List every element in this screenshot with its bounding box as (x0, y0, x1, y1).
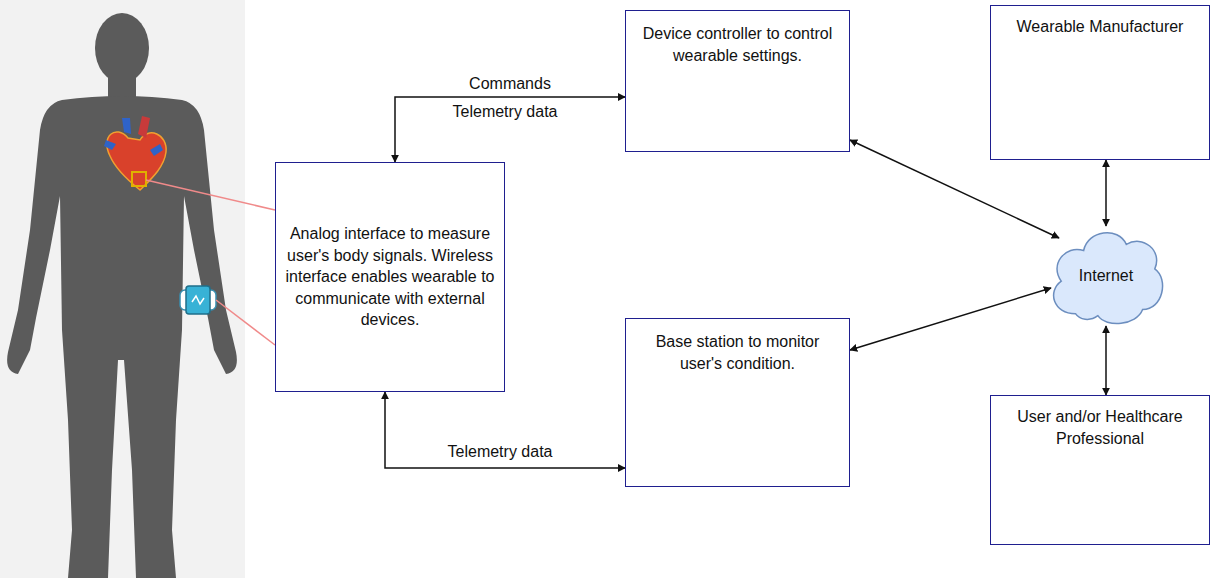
sensor-marker (132, 172, 146, 186)
heart-illustration (104, 116, 166, 190)
node-text: Analog interface to measure user's body … (284, 223, 496, 331)
leader-line (216, 300, 275, 345)
node-text: User and/or Healthcare Professional (1001, 406, 1199, 449)
signal-label: Telemetry data (450, 102, 561, 121)
node-text: Internet (1079, 265, 1133, 287)
process-box: Device controller to control wearable se… (625, 10, 850, 152)
process-box: Base station to monitor user's condition… (625, 318, 850, 487)
process-box: User and/or Healthcare Professional (990, 395, 1210, 545)
connector-arrow (395, 97, 625, 162)
edge-label: Telemetry data (445, 442, 556, 461)
edge-label: Commands (466, 74, 554, 93)
process-box: Wearable Manufacturer (990, 5, 1210, 160)
connector-arrow (1105, 326, 1107, 395)
connector-arrow (1105, 160, 1107, 226)
leader-line (146, 180, 275, 210)
human-silhouette (7, 13, 237, 578)
connector-arrow (385, 392, 625, 468)
node-text: Device controller to control wearable se… (638, 23, 837, 66)
node-text: Base station to monitor user's condition… (638, 331, 837, 374)
process-box: Analog interface to measure user's body … (275, 162, 505, 392)
cloud-node: Internet (1045, 220, 1167, 332)
illustration-panel (0, 0, 245, 578)
connector-arrow (850, 288, 1051, 350)
wristband-illustration (180, 286, 216, 314)
node-text: Wearable Manufacturer (1017, 16, 1184, 38)
